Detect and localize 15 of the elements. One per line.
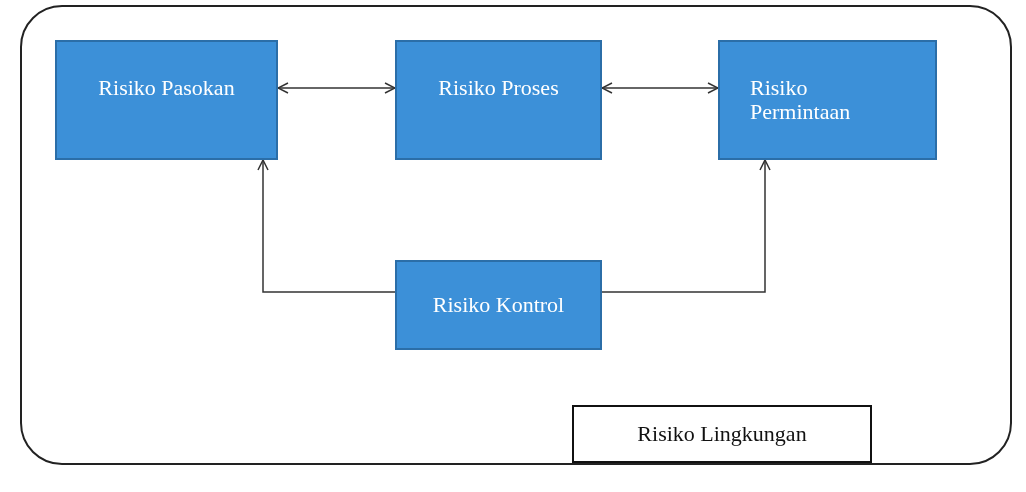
arrow (257, 159, 396, 293)
risk-box (718, 40, 937, 160)
box-label: Risiko Permintaan (750, 76, 852, 124)
box-label: Risiko Pasokan (98, 76, 235, 100)
arrow (601, 159, 771, 293)
environment-frame (20, 5, 1012, 465)
box-label: Risiko Proses (438, 76, 559, 100)
box-label: Risiko Lingkungan (637, 422, 807, 446)
risk-box (395, 40, 602, 160)
box-label: Risiko Kontrol (432, 293, 565, 317)
arrow (277, 82, 396, 94)
risk-box (395, 260, 602, 350)
risk-box (55, 40, 278, 160)
arrow (601, 82, 719, 94)
risk-box (572, 405, 872, 463)
